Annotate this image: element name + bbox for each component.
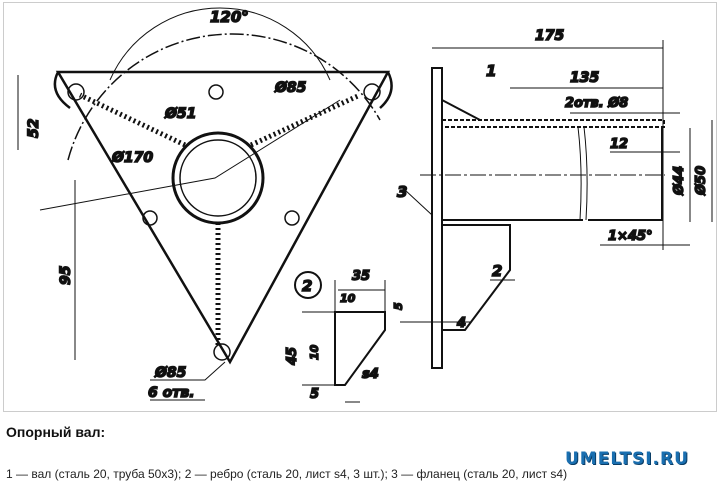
chamfer-label: 1×45° bbox=[608, 229, 653, 244]
dim-45: 45 bbox=[285, 347, 300, 366]
shaft-side-view bbox=[400, 40, 713, 369]
dim-5-right: 5 bbox=[392, 302, 405, 310]
watermark-logo: UMELTSI.RU bbox=[565, 449, 689, 469]
dim-95: 95 bbox=[58, 265, 74, 285]
dim-5-bottom: 5 bbox=[310, 387, 319, 402]
dim-d44: Ø44 bbox=[672, 166, 687, 196]
thickness-s4: s4 bbox=[362, 367, 379, 382]
position-3: 3 bbox=[397, 183, 407, 201]
detail-callout: 2 bbox=[302, 277, 312, 295]
dim-175: 175 bbox=[535, 28, 564, 44]
dim-d50: Ø50 bbox=[694, 166, 709, 196]
caption: 1 — вал (сталь 20, труба 50x3); 2 — ребр… bbox=[6, 467, 568, 481]
dim-135: 135 bbox=[570, 70, 599, 86]
drawing-frame bbox=[3, 2, 717, 412]
technical-drawing: 120° Ø85 Ø51 Ø170 52 95 Ø85 6 отв. 175 1… bbox=[17, 7, 713, 403]
dim-12: 12 bbox=[610, 137, 628, 152]
page-title: Опорный вал: bbox=[6, 424, 106, 440]
position-2: 2 bbox=[492, 262, 502, 280]
dim-d85: Ø85 bbox=[274, 80, 307, 96]
rib-detail bbox=[294, 271, 386, 403]
dim-52: 52 bbox=[26, 119, 42, 138]
position-1: 1 bbox=[486, 62, 496, 80]
dim-10-left: 10 bbox=[308, 344, 321, 360]
dim-d51: Ø51 bbox=[164, 106, 196, 122]
dim-d170: Ø170 bbox=[111, 150, 153, 166]
dim-4: 4 bbox=[456, 316, 466, 331]
angle-label: 120° bbox=[210, 8, 249, 26]
flange-front-view bbox=[17, 7, 393, 401]
dim-35: 35 bbox=[352, 269, 370, 284]
bolt-count: 6 отв. bbox=[148, 385, 195, 401]
dim-10-top: 10 bbox=[340, 292, 356, 305]
holes-label: 2отв. Ø8 bbox=[565, 96, 628, 111]
bolt-diameter: Ø85 bbox=[154, 365, 187, 381]
